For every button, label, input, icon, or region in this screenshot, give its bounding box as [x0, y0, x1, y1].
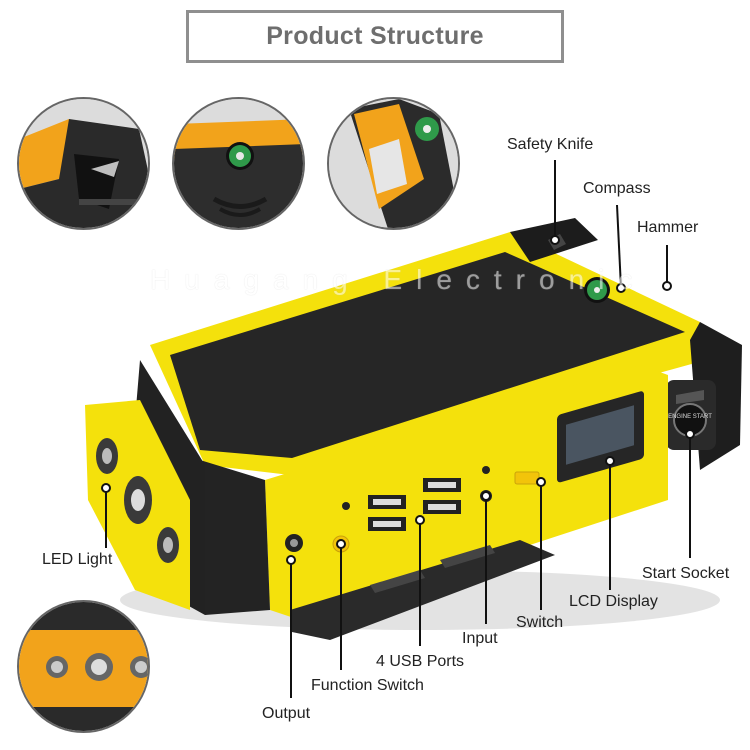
safety-knife-icon	[19, 99, 148, 228]
hammer-icon	[329, 99, 458, 228]
page-title: Product Structure	[266, 22, 484, 50]
compass-detail	[172, 97, 305, 230]
label-lcd-display: LCD Display	[569, 593, 658, 610]
label-hammer: Hammer	[637, 219, 699, 236]
label-function-switch: Function Switch	[311, 677, 424, 694]
safety-knife-detail	[17, 97, 150, 230]
label-compass: Compass	[583, 180, 651, 197]
power-switch	[514, 471, 540, 485]
label-switch: Switch	[516, 614, 564, 631]
port-cover	[290, 540, 555, 640]
label-start-socket: Start Socket	[642, 565, 730, 582]
led-light-detail	[17, 600, 150, 733]
title-box: Product Structure	[186, 10, 564, 63]
compass-icon	[174, 99, 303, 228]
label-safety-knife: Safety Knife	[507, 136, 594, 153]
label-usb-ports: 4 USB Ports	[376, 653, 465, 670]
hammer-detail	[327, 97, 460, 230]
label-led-light: LED Light	[42, 551, 113, 568]
device-top-panel	[170, 252, 685, 458]
watermark: Huagang Electronic	[150, 264, 647, 295]
label-output: Output	[262, 705, 311, 722]
label-input: Input	[462, 630, 498, 647]
start-button-label: ENGINE START	[668, 414, 712, 420]
